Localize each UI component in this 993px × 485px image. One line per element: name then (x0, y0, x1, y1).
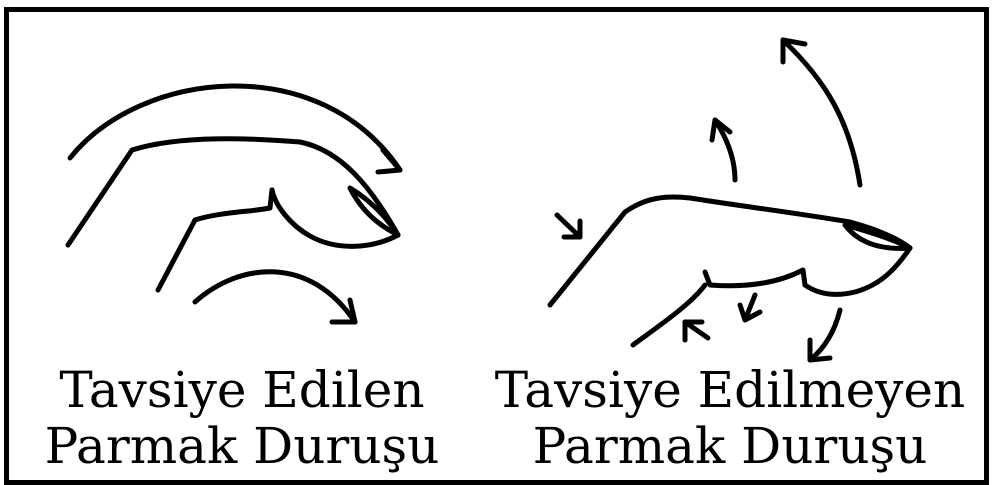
left-finger-top-outline (68, 139, 398, 245)
right-finger-top-outline (550, 197, 910, 305)
not-recommended-caption-line2: Parmak Duruşu (480, 418, 980, 474)
not-recommended-finger-illustration (550, 40, 910, 360)
recommended-caption-line1: Tavsiye Edilen (22, 362, 462, 418)
recommended-caption-line2: Parmak Duruşu (22, 418, 462, 474)
left-finger-tip-underside (272, 190, 398, 246)
right-incoming-arrow (557, 215, 580, 237)
left-top-arc-arrow (70, 86, 400, 170)
not-recommended-caption: Tavsiye Edilmeyen Parmak Duruşu (480, 362, 980, 474)
left-knuckle-crease (195, 190, 272, 220)
right-large-up-arrow (783, 40, 860, 185)
left-finger-bottom-outline (158, 220, 195, 290)
right-finger-bottom-outline (633, 285, 705, 345)
right-down-arrow-3 (810, 310, 840, 360)
recommended-finger-illustration (68, 86, 400, 322)
right-knuckle-crease (705, 270, 805, 286)
right-finger-tip-underside (805, 248, 910, 294)
recommended-caption: Tavsiye Edilen Parmak Duruşu (22, 362, 462, 474)
left-bottom-arc-arrow (195, 272, 355, 322)
not-recommended-caption-line1: Tavsiye Edilmeyen (480, 362, 980, 418)
